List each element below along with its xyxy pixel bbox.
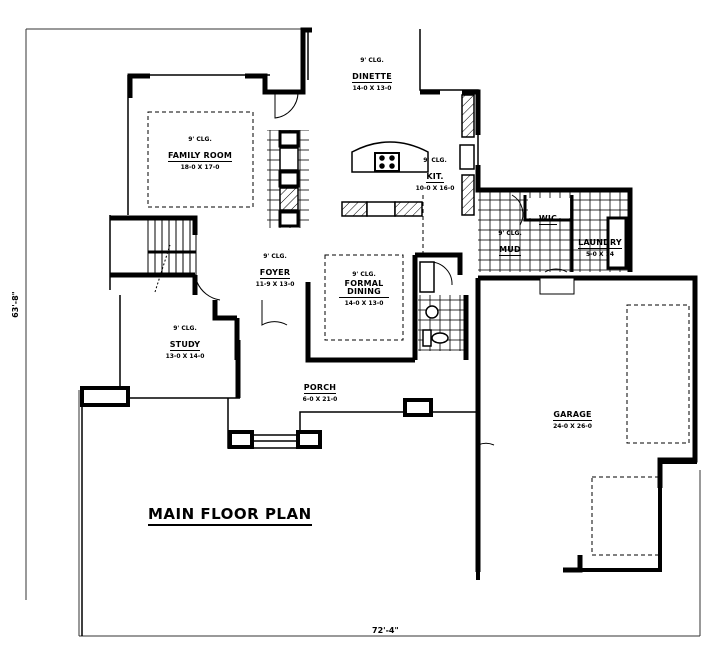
overall-depth-dimension: 63'-8" — [10, 291, 20, 318]
room-name: GARAGE — [553, 410, 592, 421]
garage-steps — [539, 277, 575, 295]
room-label-wic: WIC — [530, 208, 566, 225]
room-label-porch: PORCH 6-0 X 21-0 — [302, 383, 338, 403]
kitchen-island — [351, 141, 429, 173]
dashed-outlines — [147, 111, 690, 556]
room-name: PORCH — [303, 383, 337, 394]
column-base-1 — [228, 430, 254, 449]
room-name: DINETTE — [352, 72, 392, 83]
room-label-kitchen: 9' CLG. KIT. 10-0 X 16-0 — [415, 157, 455, 192]
column-base-2 — [296, 430, 322, 449]
counters — [278, 94, 475, 228]
room-name: STUDY — [169, 340, 201, 351]
room-label-garage: GARAGE 24-0 X 26-0 — [553, 410, 592, 430]
room-name: KIT. — [426, 172, 444, 183]
utility-walls — [523, 195, 628, 272]
room-name: FAMILY ROOM — [167, 151, 233, 162]
staircase — [147, 219, 197, 293]
planter-left — [80, 386, 130, 407]
dimension-lines — [25, 28, 701, 637]
room-label-foyer: 9' CLG. FOYER 11-9 X 13-0 — [255, 253, 295, 288]
room-label-formal-dining: 9' CLG. FORMAL DINING 14-0 X 13-0 — [325, 272, 403, 307]
room-name: FORMAL DINING — [339, 280, 389, 298]
wic-fill — [528, 198, 570, 218]
plan-title: MAIN FLOOR PLAN — [148, 505, 312, 526]
room-name: MUD — [499, 245, 521, 256]
room-label-study: 9' CLG. STUDY 13-0 X 14-0 — [165, 325, 205, 360]
overall-width-dimension: 72'-4" — [372, 626, 399, 635]
room-name: FOYER — [259, 268, 291, 279]
room-name: WIC — [538, 214, 558, 225]
room-name: LAUNDRY — [578, 238, 622, 249]
room-label-dinette: 9' CLG. DINETTE 14-0 X 13-0 — [352, 57, 392, 92]
room-label-family-room: 9' CLG. FAMILY ROOM 18-0 X 17-0 — [167, 136, 233, 171]
door-swings — [196, 91, 568, 446]
room-label-mud: 9' CLG. MUD — [498, 230, 522, 256]
room-label-laundry: LAUNDRY 5-0 X 14 — [578, 238, 622, 258]
bath-fixtures — [419, 261, 449, 347]
column-base-3 — [403, 398, 433, 417]
